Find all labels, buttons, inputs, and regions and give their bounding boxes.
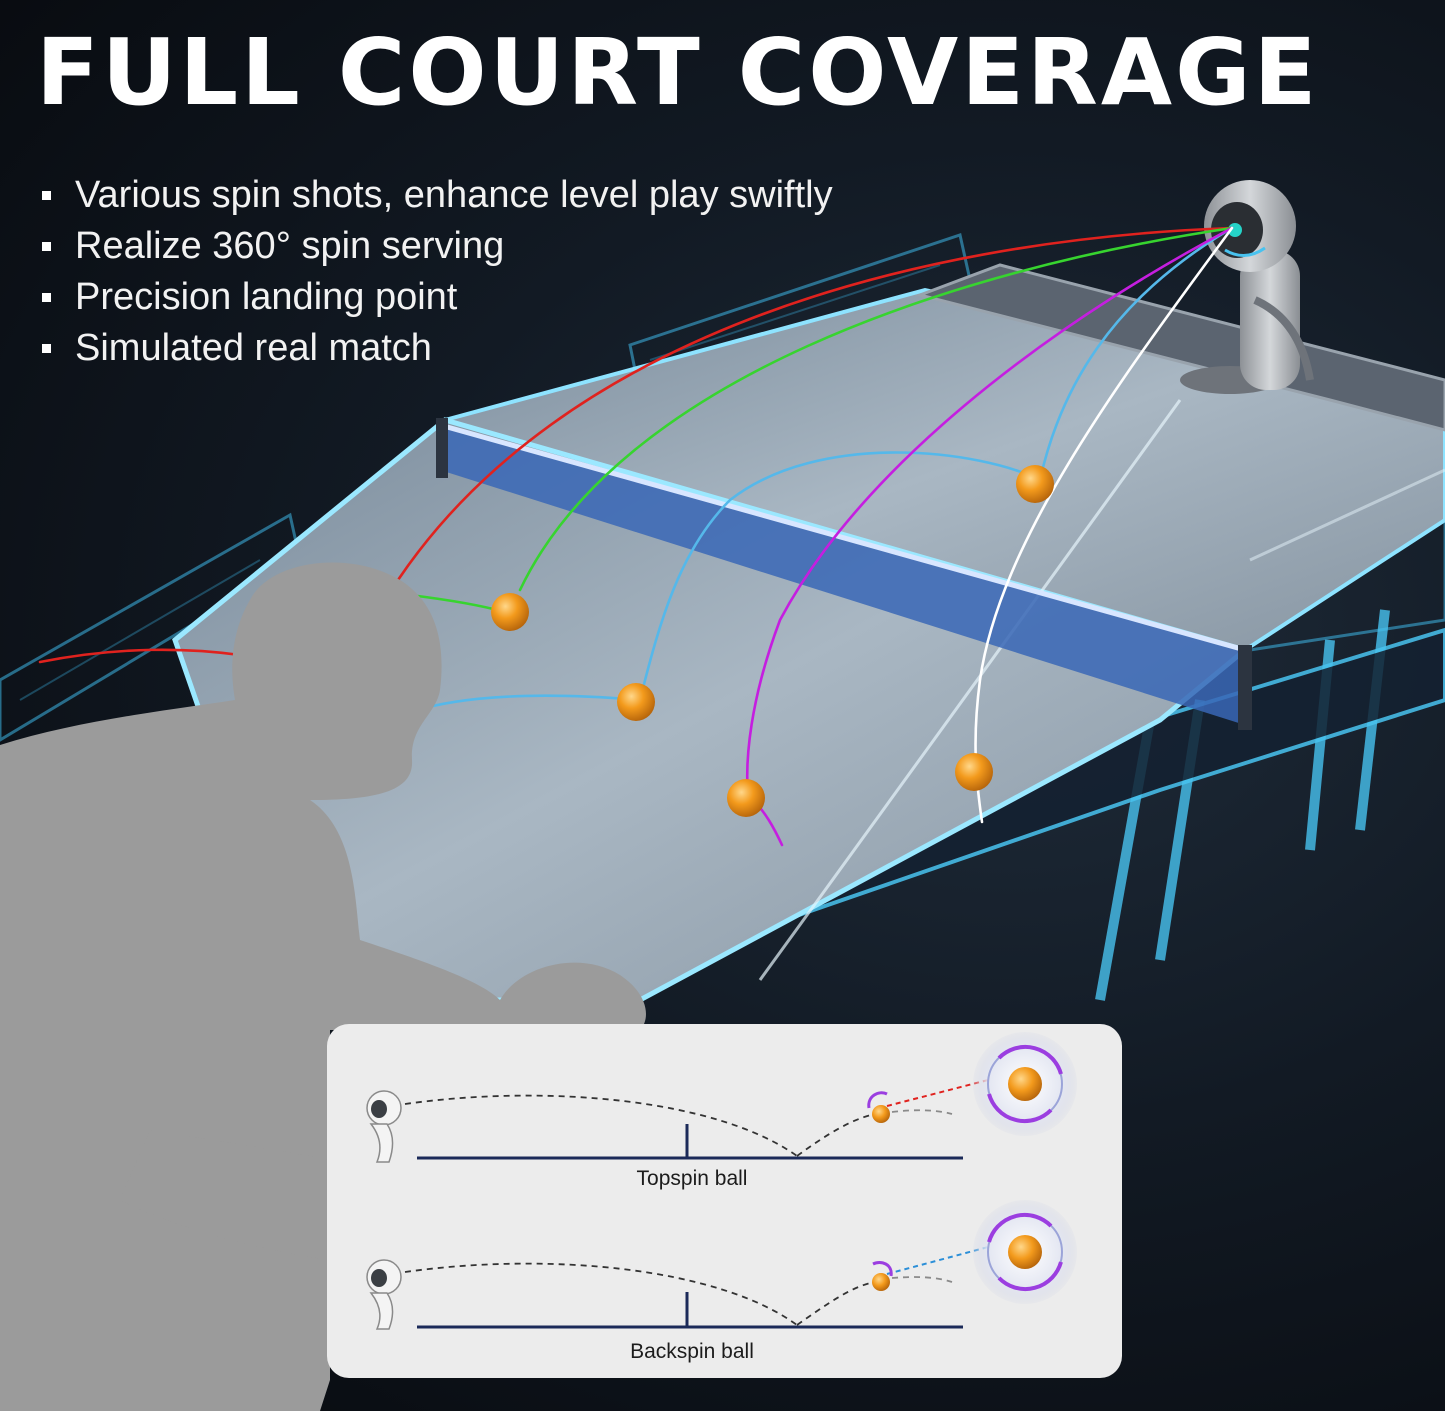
feature-text: Various spin shots, enhance level play s…: [75, 174, 833, 216]
feature-text: Precision landing point: [75, 276, 458, 318]
ball-icon: [1008, 1067, 1042, 1101]
player-silhouette-icon: [0, 562, 646, 1411]
trajectory-red: [396, 226, 1234, 582]
spin-arrow-icon: [987, 1212, 1053, 1243]
ball-icons: [491, 465, 1054, 817]
ball-icon: [955, 753, 993, 791]
table-center-line: [758, 399, 1182, 981]
trajectory: [404, 1094, 798, 1157]
backspin-row: [366, 1200, 1077, 1330]
ball-icon: [727, 779, 765, 817]
bullet-icon: [42, 344, 51, 353]
bullet-icon: [42, 242, 51, 251]
feature-item: Realize 360° spin serving: [42, 221, 833, 272]
ball-icon: [872, 1273, 890, 1291]
headline: FULL COURT COVERAGE: [36, 19, 1320, 126]
ball-icon: [1008, 1235, 1042, 1269]
spin-diagram-panel: Topspin ball Backspin ball: [327, 1024, 1122, 1378]
table-net: [436, 418, 1252, 730]
ball-icon: [491, 593, 529, 631]
feature-list: Various spin shots, enhance level play s…: [42, 170, 833, 374]
trajectory: [404, 1262, 798, 1326]
spin-arrow-icon: [867, 1091, 888, 1109]
feature-text: Simulated real match: [75, 327, 432, 369]
topspin-row: [366, 1032, 1077, 1163]
ball-icon: [617, 683, 655, 721]
spin-arrow-icon: [872, 1261, 893, 1277]
spin-diagram: [366, 1032, 1077, 1330]
feature-item: Precision landing point: [42, 272, 833, 323]
robot-icon: [366, 1090, 402, 1163]
bullet-icon: [42, 191, 51, 200]
ball-icon: [1016, 465, 1054, 503]
spin-arrow-icon: [997, 1044, 1063, 1075]
backspin-label: Backspin ball: [630, 1340, 754, 1363]
feature-text: Realize 360° spin serving: [75, 225, 505, 267]
trajectory-blue: [408, 226, 1234, 714]
robot-icon: [1180, 180, 1314, 394]
feature-item: Simulated real match: [42, 323, 833, 374]
topspin-label: Topspin ball: [636, 1167, 748, 1190]
ball-icon: [872, 1105, 890, 1123]
feature-item: Various spin shots, enhance level play s…: [42, 170, 833, 221]
trajectory-green: [518, 226, 1234, 592]
robot-icon: [366, 1259, 402, 1330]
bullet-icon: [42, 293, 51, 302]
